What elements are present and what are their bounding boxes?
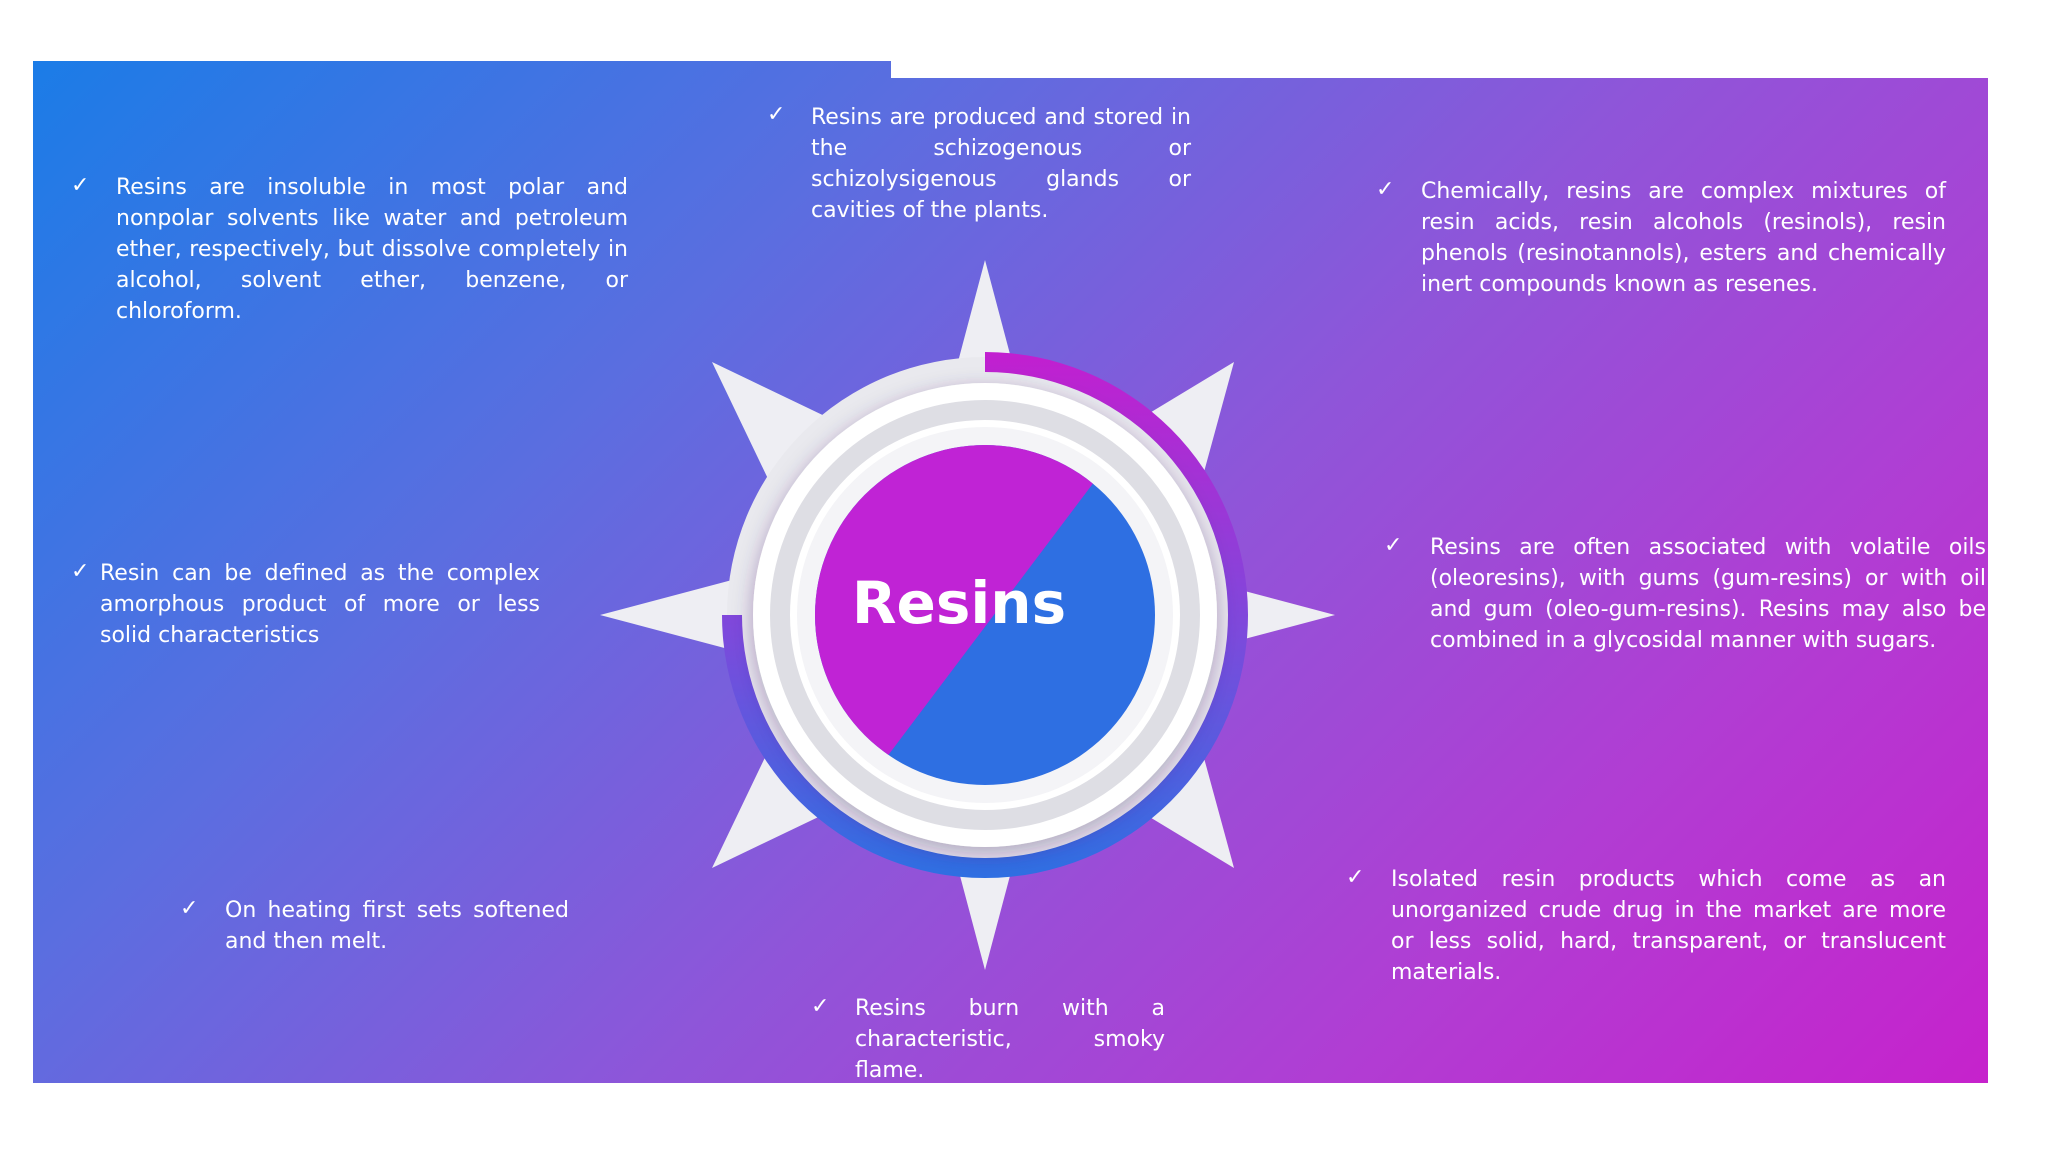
fact-definition: Resin can be defined as the complex amor… [100,561,540,648]
fact-burning: Resins burn with a characteristic, smoky… [855,996,1165,1083]
check-icon: ✓ [71,559,90,584]
fact-association: Resins are often associated with volatil… [1430,535,1986,653]
fact-isolated: Isolated resin products which come as an… [1391,867,1946,985]
fact-chemistry: Chemically, resins are complex mixtures … [1421,179,1946,297]
fact-storage: Resins are produced and stored in the sc… [811,105,1191,223]
check-icon: ✓ [1376,177,1395,202]
check-icon: ✓ [1346,865,1365,890]
check-icon: ✓ [1384,533,1403,558]
hub-title: Resins [851,569,1067,637]
check-icon: ✓ [180,896,199,921]
check-icon: ✓ [71,173,90,198]
check-icon: ✓ [811,994,830,1019]
check-icon: ✓ [767,102,786,127]
fact-heating: On heating first sets softened and then … [225,898,569,954]
fact-insolubility: Resins are insoluble in most polar and n… [116,175,628,324]
